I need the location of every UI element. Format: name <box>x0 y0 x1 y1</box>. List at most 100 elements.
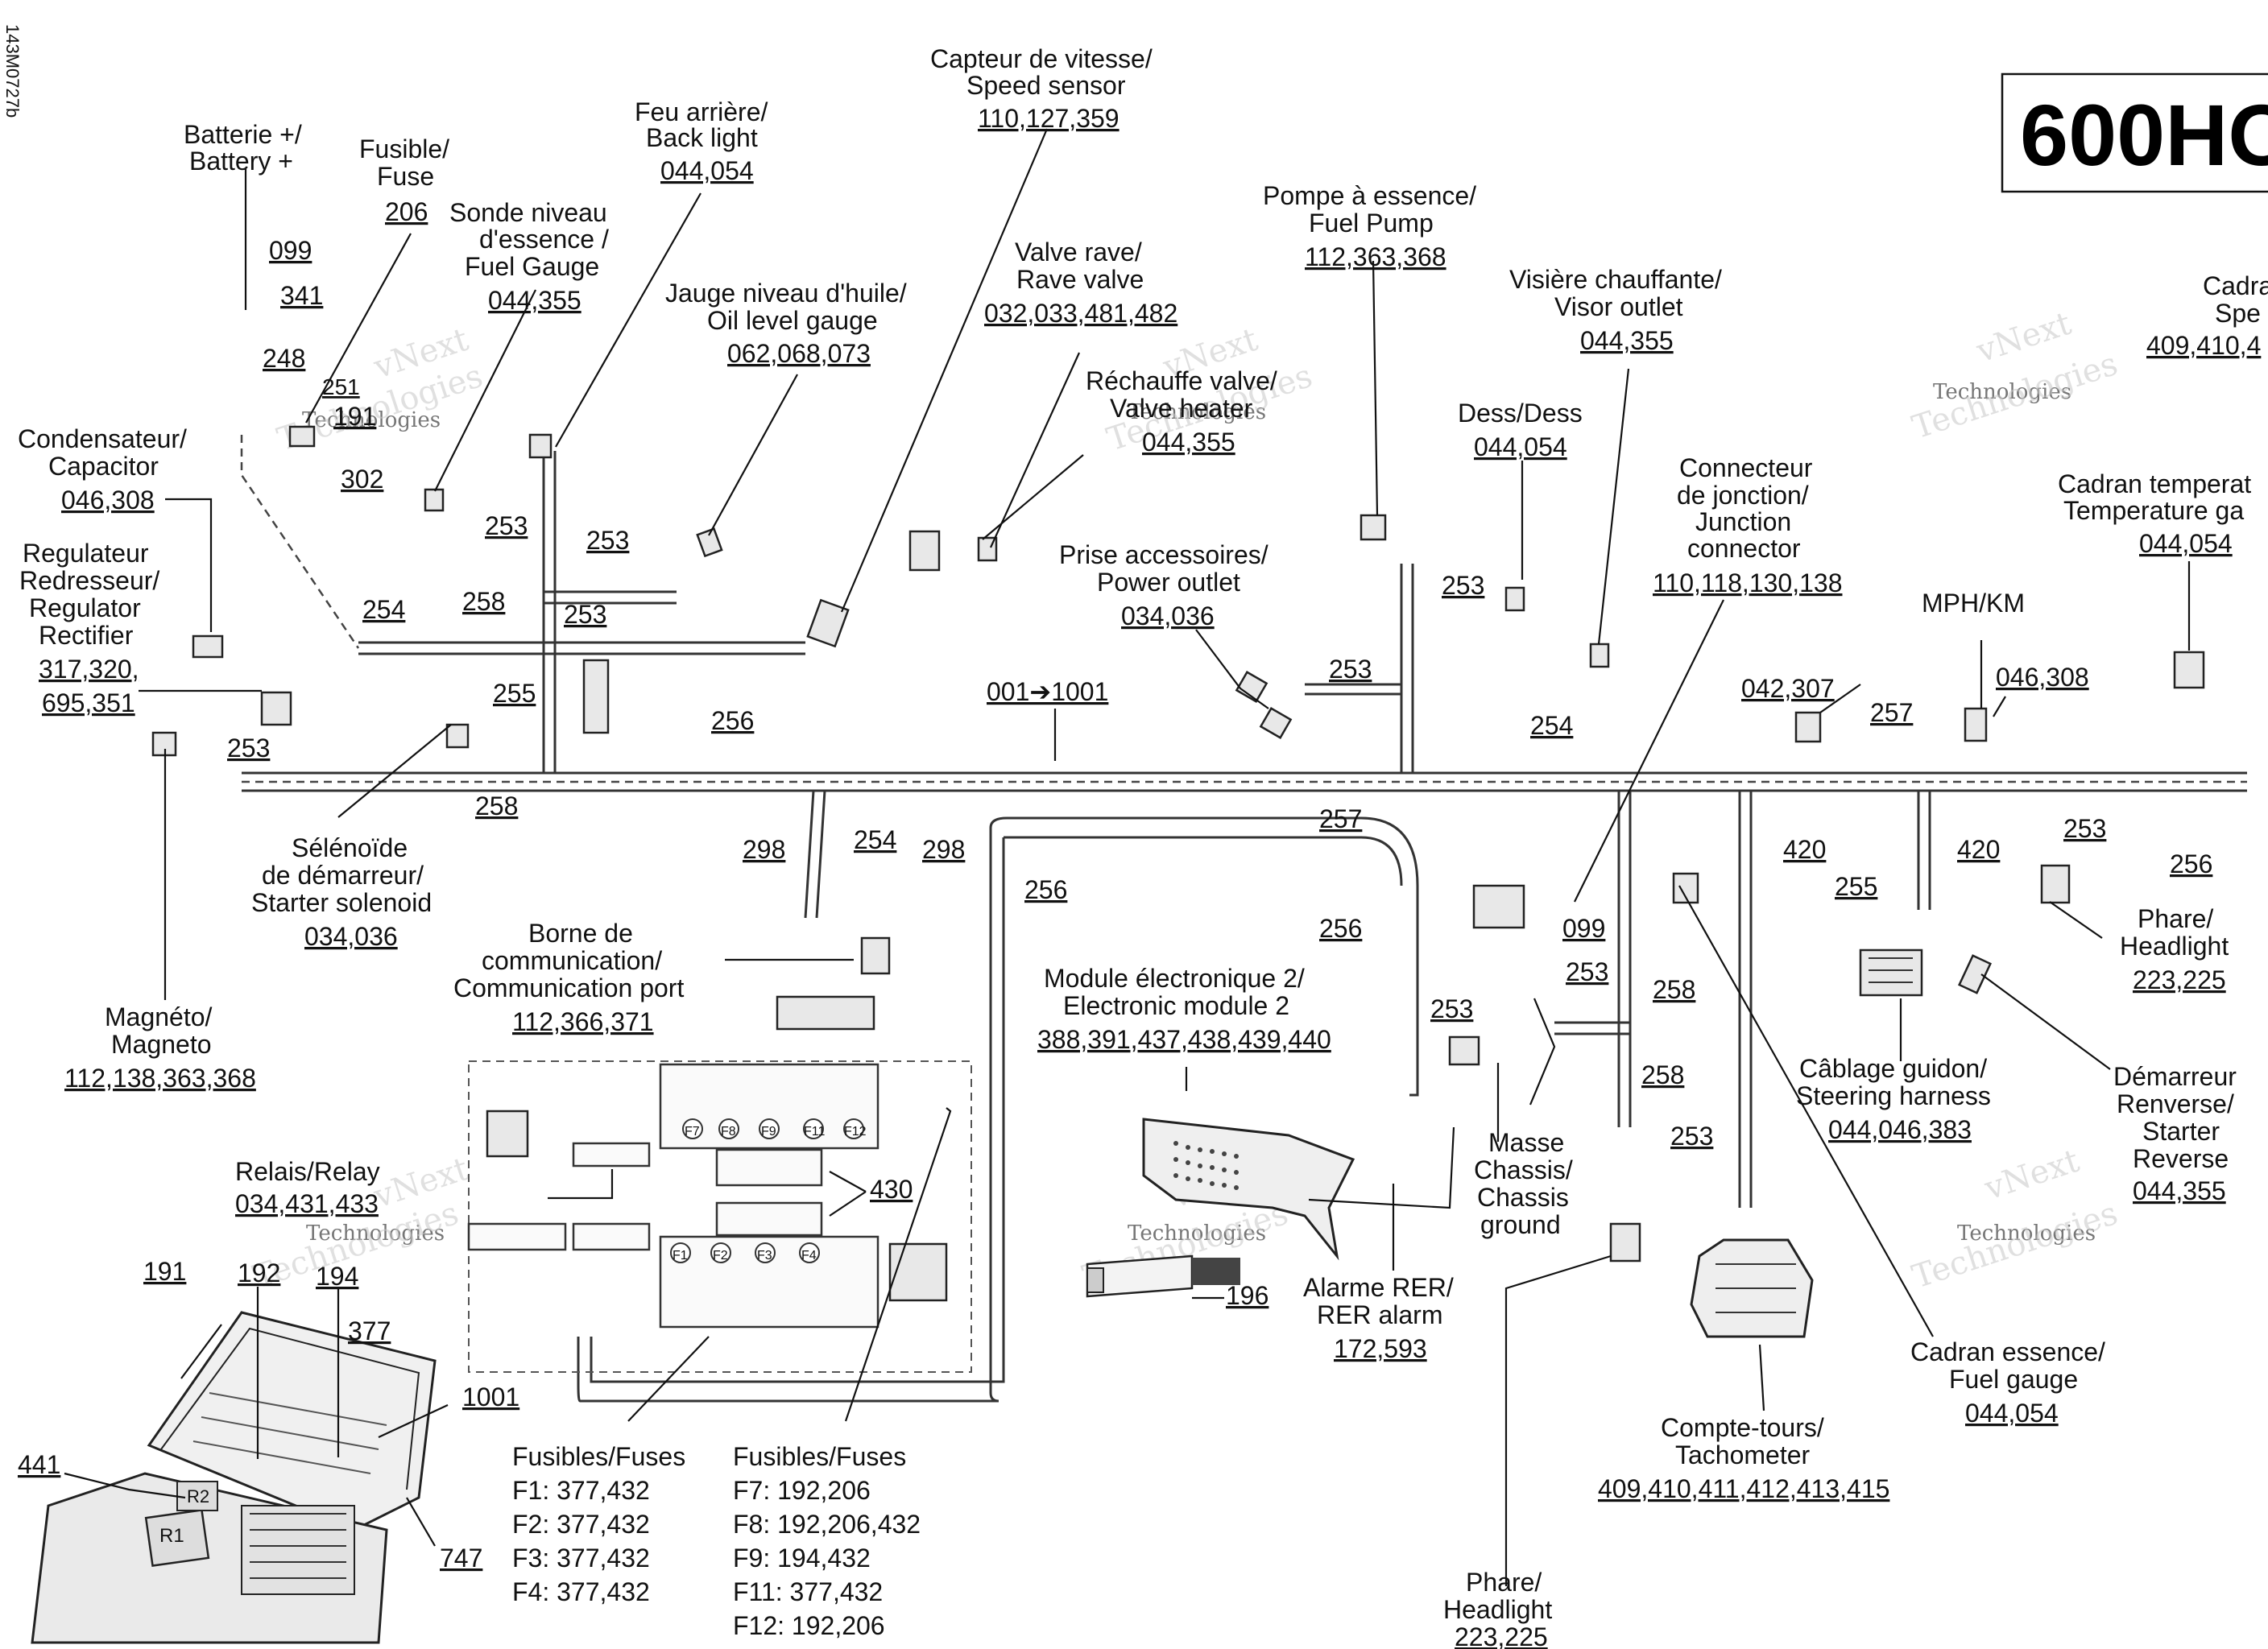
label-fuel-gauge: Cadran essence/ Fuel gauge 044,054 <box>1910 1337 2105 1428</box>
svg-text:317,320,: 317,320, <box>39 655 139 684</box>
label-visor-outlet: Visière chauffante/ Visor outlet 044,355 <box>1509 265 1722 355</box>
svg-text:223,225: 223,225 <box>2133 965 2226 994</box>
ref-253c: 253 <box>564 600 606 629</box>
ref-099b: 099 <box>1562 914 1605 943</box>
ref-256d: 256 <box>2170 849 2212 878</box>
svg-text:Regulateur: Regulateur <box>23 539 149 568</box>
svg-text:Phare/: Phare/ <box>2138 904 2213 933</box>
label-starter-solenoid: Sélénoïde de démarreur/ Starter solenoid… <box>251 833 432 951</box>
svg-text:Starter: Starter <box>2142 1117 2220 1146</box>
svg-text:Regulator: Regulator <box>29 593 141 622</box>
svg-text:Relais/Relay: Relais/Relay <box>235 1157 380 1186</box>
svg-text:409,410,4: 409,410,4 <box>2146 331 2261 360</box>
ref-253i: 253 <box>1670 1122 1713 1151</box>
svg-text:Rectifier: Rectifier <box>39 621 134 650</box>
label-regulator-rectifier: Regulateur Redresseur/ Regulator Rectifi… <box>19 539 159 717</box>
ref-253b: 253 <box>586 526 629 555</box>
svg-text:Fuel Pump: Fuel Pump <box>1309 209 1434 238</box>
model-title-box <box>2001 72 2268 193</box>
svg-text:vNext: vNext <box>1972 305 2076 370</box>
svg-text:Tachometer: Tachometer <box>1675 1440 1811 1469</box>
ref-253j: 253 <box>2063 814 2106 843</box>
watermark-6: vNext Technologies Technologies <box>1908 1143 2122 1296</box>
svg-text:Phare/: Phare/ <box>1466 1568 1542 1597</box>
svg-text:Borne de: Borne de <box>528 919 633 948</box>
svg-text:001➔1001: 001➔1001 <box>987 677 1108 706</box>
label-battery: Batterie +/ Battery + <box>184 120 302 176</box>
svg-text:Technologies: Technologies <box>1957 1221 2096 1246</box>
svg-text:Fusibles/Fuses: Fusibles/Fuses <box>733 1442 906 1471</box>
svg-text:Condensateur/: Condensateur/ <box>18 424 187 453</box>
steering-harness-connector <box>1859 948 1923 997</box>
ref-298b: 298 <box>922 835 965 864</box>
svg-text:Back light: Back light <box>646 123 758 152</box>
svg-text:032,033,481,482: 032,033,481,482 <box>984 299 1177 328</box>
svg-text:034,431,433: 034,431,433 <box>235 1189 379 1218</box>
label-power-outlet: Prise accessoires/ Power outlet 034,036 <box>1059 540 1269 630</box>
svg-text:Compte-tours/: Compte-tours/ <box>1661 1413 1824 1442</box>
svg-text:Fusibles/Fuses: Fusibles/Fuses <box>512 1442 685 1471</box>
ref-256b: 256 <box>1024 875 1067 904</box>
label-junction-connector: Connecteur de jonction/ Junction connect… <box>1653 453 1842 597</box>
ref-298a: 298 <box>743 835 785 864</box>
svg-text:Technologies: Technologies <box>1933 380 2071 404</box>
svg-text:MPH/KM: MPH/KM <box>1922 589 2025 618</box>
svg-text:Capteur de vitesse/: Capteur de vitesse/ <box>930 44 1153 73</box>
label-fuses-right: Fusibles/Fuses F7: 192,206 F8: 192,206,4… <box>733 1442 921 1640</box>
svg-text:112,366,371: 112,366,371 <box>512 1007 654 1036</box>
svg-text:044,355: 044,355 <box>1580 326 1674 355</box>
svg-text:Headlight: Headlight <box>1443 1595 1552 1624</box>
ref-257a: 257 <box>1319 804 1362 833</box>
svg-text:d'essence /: d'essence / <box>479 225 609 254</box>
svg-text:Fusible/: Fusible/ <box>359 134 449 163</box>
corner-code: 143M0727b <box>2 24 23 118</box>
label-headlight-bottom: Phare/ Headlight 223,225 <box>1443 1568 1552 1649</box>
ref-253h: 253 <box>1430 994 1473 1023</box>
svg-text:de jonction/: de jonction/ <box>1677 481 1809 510</box>
model-title: 600HO <box>2020 86 2268 184</box>
svg-text:Technologies: Technologies <box>302 408 441 432</box>
relay-tag-r2: R2 <box>187 1486 209 1506</box>
svg-text:046,308: 046,308 <box>61 486 155 515</box>
svg-text:F1: 377,432: F1: 377,432 <box>512 1476 650 1505</box>
svg-text:F1: F1 <box>673 1249 688 1263</box>
ref-255b: 255 <box>1835 872 1877 901</box>
svg-text:Jauge niveau d'huile/: Jauge niveau d'huile/ <box>665 279 907 308</box>
svg-text:de démarreur/: de démarreur/ <box>262 861 424 890</box>
svg-text:044,054: 044,054 <box>2139 529 2233 558</box>
ref-253f: 253 <box>1442 571 1484 600</box>
ref-257b: 257 <box>1870 698 1913 727</box>
svg-text:044,355: 044,355 <box>488 286 581 315</box>
ref-099: 099 <box>269 236 312 265</box>
svg-text:695,351: 695,351 <box>42 688 135 717</box>
reference-numbers: 099 341 248 251 191 302 253 253 254 258 … <box>18 236 2212 1573</box>
svg-text:Cadran essence/: Cadran essence/ <box>1910 1337 2105 1366</box>
svg-text:Technologies: Technologies <box>1128 400 1266 424</box>
svg-text:Visor outlet: Visor outlet <box>1554 292 1683 321</box>
svg-text:044,054: 044,054 <box>660 156 754 185</box>
ref-253e: 253 <box>1329 655 1372 684</box>
svg-text:112,138,363,368: 112,138,363,368 <box>64 1064 256 1093</box>
ref-254c: 254 <box>1530 711 1573 740</box>
svg-text:409,410,411,412,413,415: 409,410,411,412,413,415 <box>1598 1474 1889 1503</box>
svg-text:Valve heater: Valve heater <box>1110 394 1253 423</box>
ref-420a: 420 <box>1783 835 1826 864</box>
svg-text:Chassis: Chassis <box>1477 1183 1569 1212</box>
svg-text:Câblage guidon/: Câblage guidon/ <box>1799 1054 1987 1083</box>
ref-194: 194 <box>316 1262 358 1291</box>
electronic-module-2-drawing <box>1142 1118 1355 1261</box>
svg-text:Junction: Junction <box>1695 507 1791 536</box>
fuse-labels-upper: F7 F8 F9 F11 F12 <box>682 1118 867 1139</box>
svg-text:F7: F7 <box>685 1125 700 1139</box>
label-oil-level: Jauge niveau d'huile/ Oil level gauge 06… <box>665 279 907 368</box>
svg-text:Batterie +/: Batterie +/ <box>184 120 302 149</box>
svg-text:062,068,073: 062,068,073 <box>727 339 871 368</box>
svg-text:Power outlet: Power outlet <box>1097 568 1240 597</box>
label-electronic-module-2: Module électronique 2/ Electronic module… <box>1037 964 1331 1054</box>
svg-text:Module électronique 2/: Module électronique 2/ <box>1044 964 1305 993</box>
svg-text:Connecteur: Connecteur <box>1679 453 1813 482</box>
label-speed-sensor: Capteur de vitesse/ Speed sensor 110,127… <box>930 44 1153 133</box>
svg-text:044,046,383: 044,046,383 <box>1828 1115 1972 1144</box>
ref-253g: 253 <box>1566 957 1608 986</box>
ref-302: 302 <box>341 465 383 494</box>
